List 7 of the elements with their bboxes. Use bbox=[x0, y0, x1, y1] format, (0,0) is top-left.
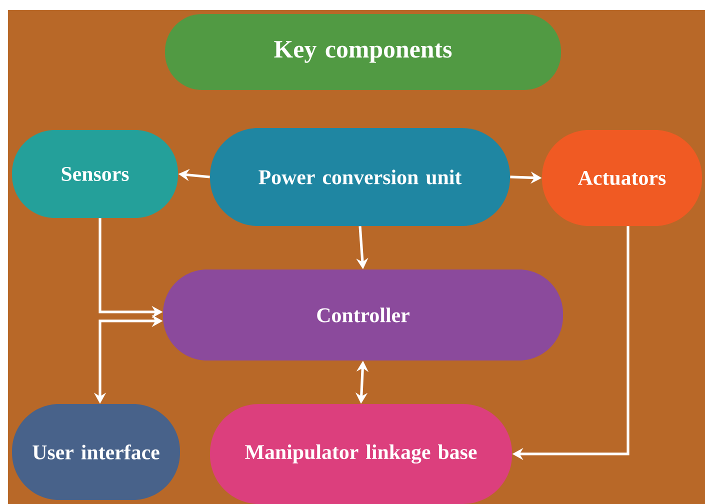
component-pill: Power conversion unit bbox=[210, 128, 510, 226]
component-pill: User interface bbox=[12, 404, 180, 500]
component-pill: Controller bbox=[163, 269, 563, 360]
heading-pill: Key components bbox=[165, 14, 561, 90]
component-pill: Sensors bbox=[12, 130, 178, 218]
component-pill: Actuators bbox=[542, 130, 702, 226]
component-pill: Manipulator linkage base bbox=[210, 404, 512, 504]
